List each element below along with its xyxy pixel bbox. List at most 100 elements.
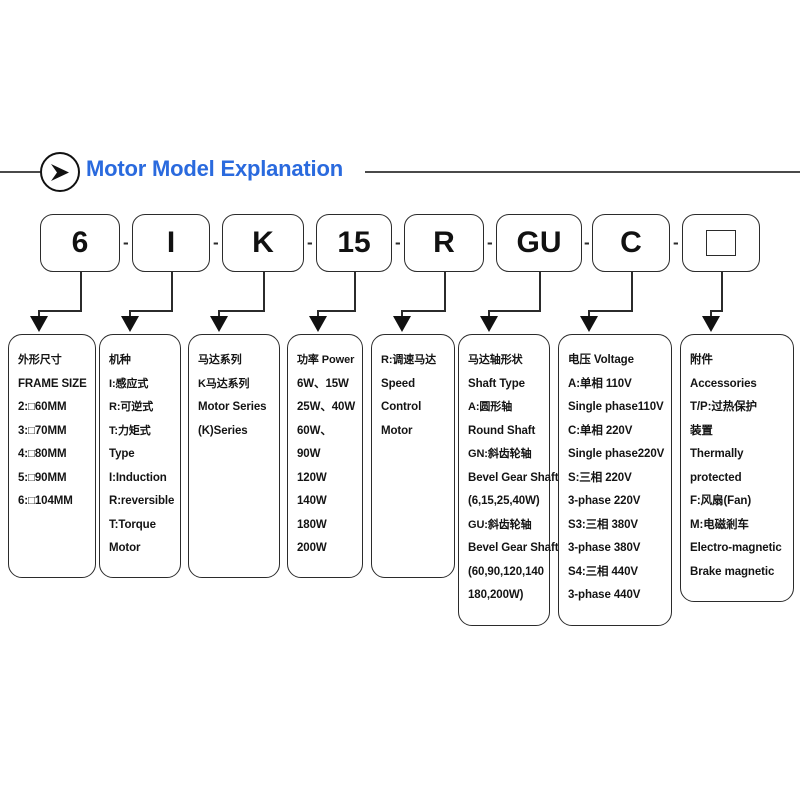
column-line: I:感应式: [109, 377, 149, 390]
column-line: 120W: [297, 471, 327, 484]
column-line: protected: [690, 471, 742, 484]
arrow-down-icon: [480, 316, 498, 332]
column-line: 3-phase 440V: [568, 589, 641, 601]
arrow-down-icon: [580, 316, 598, 332]
column-line: 4:□80MM: [18, 448, 67, 460]
play-arrow-circle-icon: [40, 152, 80, 192]
section-header: Motor Model Explanation: [0, 152, 800, 192]
column-line: (K)Series: [198, 424, 248, 437]
column-line: FRAME SIZE: [18, 377, 87, 390]
column-line: T:力矩式: [109, 424, 151, 437]
column-line: 马达系列: [198, 354, 242, 366]
column-line: Bevel Gear Shaft: [468, 471, 559, 484]
column-line: Motor: [381, 424, 413, 437]
column-line: 6:□104MM: [18, 495, 73, 507]
column-line: Single phase110V: [568, 401, 664, 413]
column-line: 马达轴形状: [468, 354, 523, 366]
model-code-box-3: K: [222, 214, 304, 272]
column-line: 5:□90MM: [18, 471, 67, 484]
arrow-down-icon: [702, 316, 720, 332]
column-line: 外形尺寸: [18, 354, 62, 366]
column-line: Motor: [109, 542, 141, 554]
column-line: Speed: [381, 377, 416, 390]
column-line: Type: [109, 448, 135, 460]
column-line: Electro-magnetic: [690, 542, 782, 554]
arrow-down-icon: [393, 316, 411, 332]
column-line: Bevel Gear Shaft: [468, 542, 559, 554]
column-line: GN:斜齿轮轴: [468, 448, 532, 460]
arrow-down-icon: [210, 316, 228, 332]
column-line: 功率 Power: [297, 354, 355, 366]
column-line: S4:三相 440V: [568, 565, 638, 578]
column-line: 附件: [690, 354, 713, 366]
model-code-separator: -: [123, 233, 129, 252]
column-line: 电压 Voltage: [568, 354, 634, 366]
column-line: Accessories: [690, 377, 757, 390]
column-line: 180W: [297, 518, 327, 531]
column-line: Control: [381, 401, 422, 413]
arrow-down-icon: [121, 316, 139, 332]
column-line: 6W、15W: [297, 377, 349, 390]
column-line: C:单相 220V: [568, 424, 633, 437]
column-line: Round Shaft: [468, 424, 536, 437]
column-line: 机种: [109, 354, 131, 366]
column-line: A:圆形轴: [468, 401, 513, 413]
column-line: F:风扇(Fan): [690, 495, 752, 507]
model-code-box-4: 15: [316, 214, 392, 272]
column-line: R:reversible: [109, 495, 175, 507]
column-line: 60W、: [297, 424, 332, 437]
empty-square-placeholder-icon: [706, 230, 736, 256]
header-rule-left: [0, 171, 40, 173]
model-code-box-1: 6: [40, 214, 120, 272]
arrow-down-icon: [30, 316, 48, 332]
column-line: R:调速马达: [381, 354, 437, 366]
column-line: 200W: [297, 542, 327, 554]
column-line: S:三相 220V: [568, 471, 632, 484]
column-line: T/P:过热保护: [690, 401, 757, 413]
column-line: Thermally: [690, 448, 744, 460]
model-code-box-7: C: [592, 214, 670, 272]
model-code-separator: -: [584, 233, 590, 252]
page-title: Motor Model Explanation: [86, 156, 343, 181]
column-line: T:Torque: [109, 518, 156, 531]
header-rule-right: [365, 171, 800, 173]
column-line: 90W: [297, 448, 321, 460]
model-code-box-2: I: [132, 214, 210, 272]
column-line: 3-phase 380V: [568, 542, 641, 554]
model-code-box-5: R: [404, 214, 484, 272]
model-code-row: 6-I-K-15-R-GU-C-: [0, 214, 800, 276]
column-line: S3:三相 380V: [568, 518, 638, 531]
column-line: A:单相 110V: [568, 377, 632, 390]
column-line: K马达系列: [198, 377, 250, 390]
model-code-separator: -: [673, 233, 679, 252]
model-code-separator: -: [395, 233, 401, 252]
column-line: Shaft Type: [468, 377, 525, 390]
model-code-box-8: [682, 214, 760, 272]
column-line: R:可逆式: [109, 401, 154, 413]
column-line: M:电磁剎车: [690, 518, 749, 531]
column-line: Brake magnetic: [690, 565, 775, 578]
column-line: (60,90,120,140: [468, 565, 544, 578]
model-code-box-6: GU: [496, 214, 582, 272]
column-line: 25W、40W: [297, 401, 356, 413]
column-line: 180,200W): [468, 589, 524, 601]
model-code-separator: -: [213, 233, 219, 252]
arrow-down-icon: [309, 316, 327, 332]
column-line: 3-phase 220V: [568, 495, 641, 507]
column-line: 装置: [690, 424, 713, 437]
model-code-separator: -: [487, 233, 493, 252]
